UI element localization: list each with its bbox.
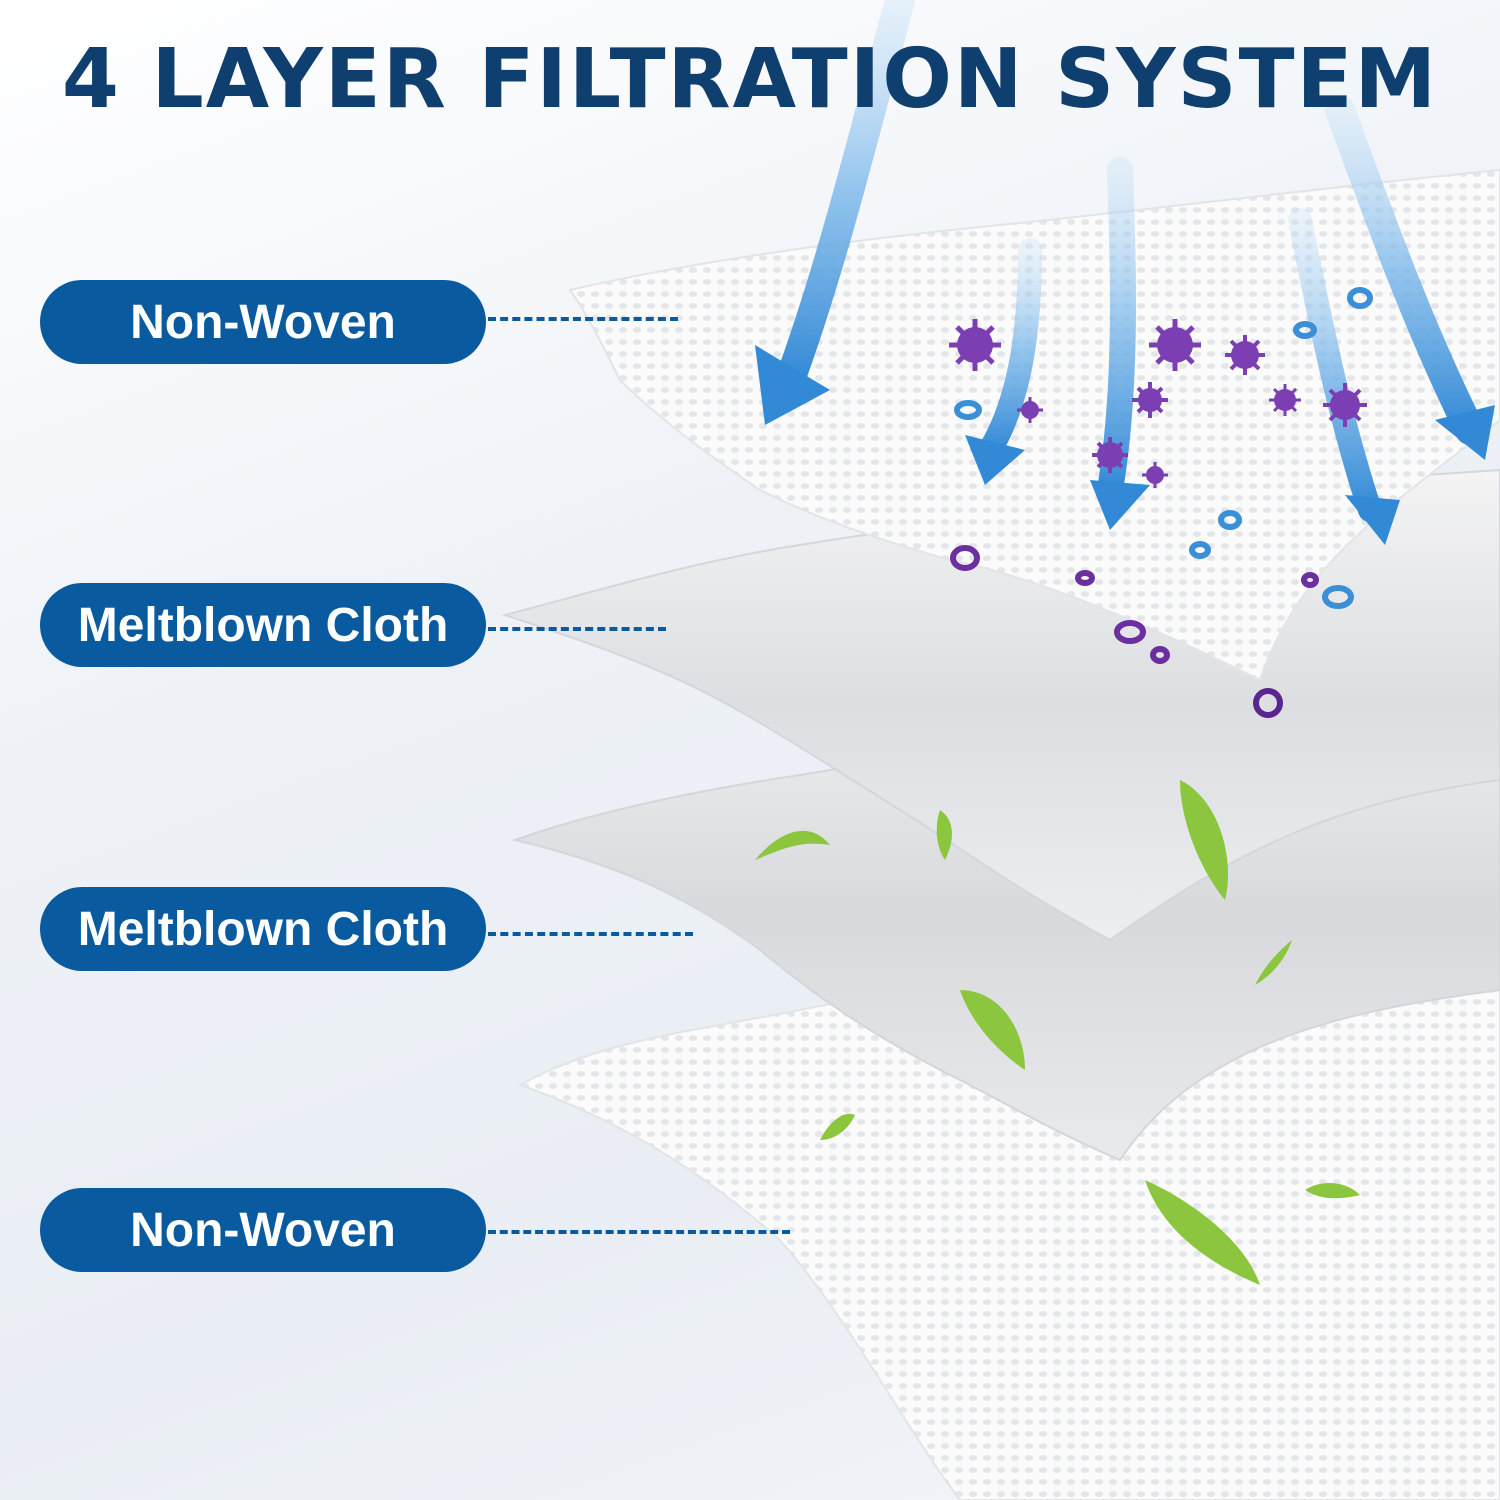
leaf-icon [1305,1183,1360,1199]
virus-icon [1142,462,1168,488]
leaf-icon [1255,940,1292,985]
particle-icon [1322,585,1354,609]
particle-icon [1189,541,1211,559]
layer-label-non-woven-top: Non-Woven [40,280,486,364]
leaf-icon [820,1113,855,1140]
particle-icon [950,545,980,571]
layer-label-non-woven-bottom: Non-Woven [40,1188,486,1272]
leaf-icon [960,990,1025,1070]
leader-line-4 [488,1230,790,1234]
particle-icon [1150,646,1170,664]
airflow-arrow-icon [1345,495,1400,545]
airflow-arrow-icon [1090,480,1150,530]
airflow-arrow-icon [1435,405,1495,460]
virus-icon [1323,383,1367,427]
particle-icon [954,400,982,420]
virus-particles [949,319,1367,488]
virus-icon [1132,382,1168,418]
particle-icon [1075,570,1095,586]
airflow-arrowheads [755,345,1495,545]
leader-line-2 [488,627,666,631]
layer-label-meltblown-2: Meltblown Cloth [40,887,486,971]
layer-label-meltblown-1: Meltblown Cloth [40,583,486,667]
particle-icon [1293,321,1317,339]
page-title: 4 LAYER FILTRATION SYSTEM [61,32,1439,127]
particle-icon [1301,572,1319,588]
airflow-arrow-icon [775,0,915,395]
airflow-arrow-icon [1288,208,1382,522]
virus-icon [1017,397,1043,423]
particle-icon [1114,620,1146,644]
particle-rings [950,287,1373,718]
leaf-particles [755,780,1360,1285]
leader-line-3 [488,932,693,936]
virus-icon [1269,384,1301,416]
leaf-icon [1145,1180,1260,1285]
leaf-icon [936,810,952,860]
leaf-icon [755,830,830,860]
particle-icon [1253,688,1283,718]
airflow-arrow-icon [755,345,830,425]
virus-icon [949,319,1001,371]
airflow-arrow-icon [965,435,1025,485]
leader-line-1 [488,317,678,321]
virus-icon [1225,335,1265,375]
particle-icon [1218,510,1242,530]
airflow-arrow-icon [1325,95,1485,445]
airflow-arrow-icon [978,238,1042,462]
virus-icon [1149,319,1201,371]
virus-icon [1092,437,1128,473]
leaf-icon [1180,780,1228,900]
particle-icon [1347,287,1373,309]
